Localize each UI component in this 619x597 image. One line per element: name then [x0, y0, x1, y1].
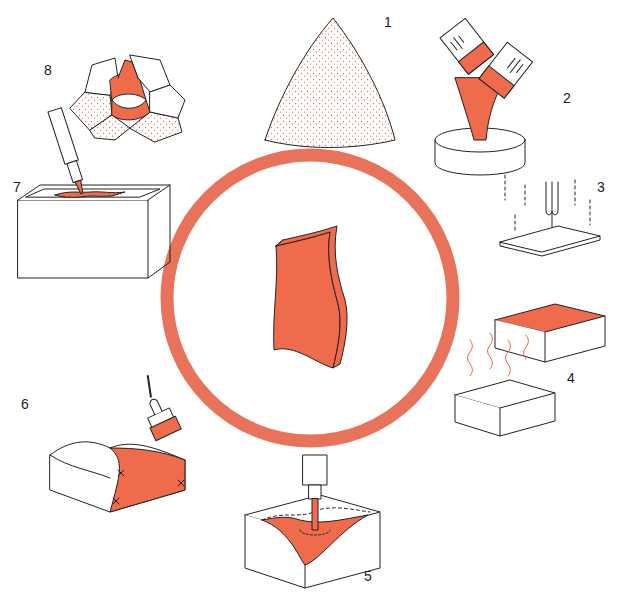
center-part [274, 226, 347, 368]
sand-pile [265, 18, 395, 148]
heated-block [455, 333, 555, 436]
callout-number: 8 [44, 63, 52, 77]
callout-number: 7 [13, 180, 21, 194]
machined-block [245, 455, 380, 588]
opened-mold [70, 55, 185, 142]
callout-number: 3 [597, 180, 605, 194]
callout-number: 2 [563, 91, 571, 105]
vibration-table [495, 175, 605, 362]
mixing-bowl [435, 18, 533, 175]
callout-number: 1 [384, 15, 392, 29]
callout-number: 4 [567, 371, 575, 385]
callout-number: 6 [21, 397, 29, 411]
center-ring [167, 155, 453, 441]
callout-number: 5 [364, 569, 372, 583]
finished-block [50, 373, 185, 512]
